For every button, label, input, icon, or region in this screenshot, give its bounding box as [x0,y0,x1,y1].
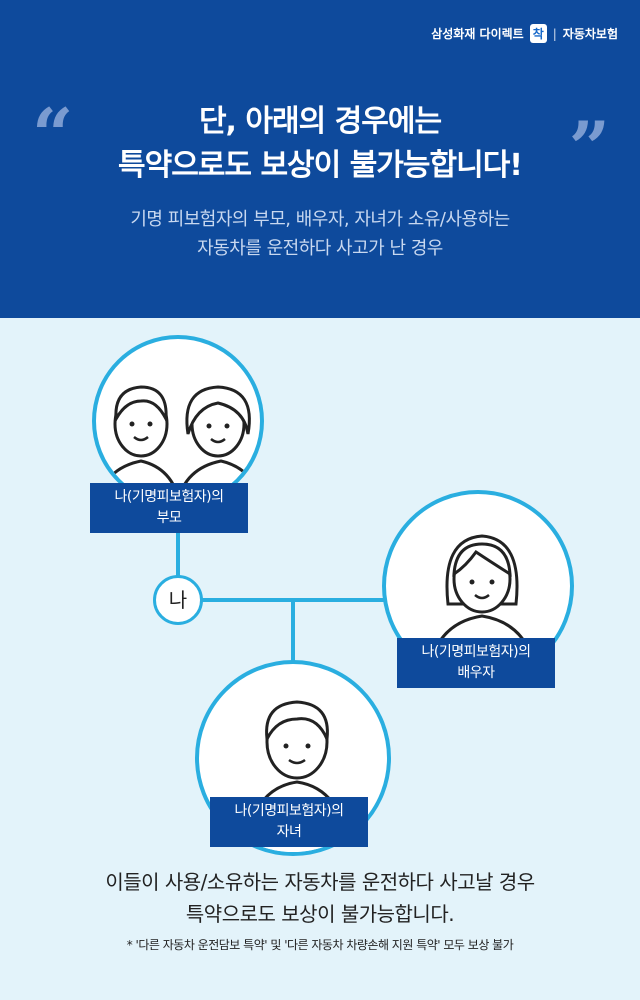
connector-line [291,600,295,662]
label-line: 나(기명피보험자)의 [421,644,531,660]
subtitle: 기명 피보험자의 부모, 배우자, 자녀가 소유/사용하는 자동차를 운전하다 … [0,205,640,263]
brand-product: 자동차보험 [562,27,618,41]
label-line: 자녀 [276,824,302,840]
subtitle-line: 자동차를 운전하다 사고가 난 경우 [197,238,443,259]
quote-close-icon: ” [568,105,610,190]
spouse-label: 나(기명피보험자)의 배우자 [397,638,555,688]
footer-message: 이들이 사용/소유하는 자동차를 운전하다 사고날 경우 특약으로도 보상이 불… [0,866,640,930]
me-node: 나 [153,575,203,625]
brand-company: 삼성화재 다이렉트 [431,27,524,41]
quote-open-icon: “ [32,92,74,177]
parents-label: 나(기명피보험자)의 부모 [90,483,248,533]
child-label: 나(기명피보험자)의 자녀 [210,797,368,847]
connector-line [176,500,180,576]
parents-illustration-icon [96,385,260,503]
title-line: 특약으로도 보상이 불가능합니다! [118,148,523,183]
page-title: 단, 아래의 경우에는 특약으로도 보상이 불가능합니다! [0,100,640,188]
label-line: 나(기명피보험자)의 [114,489,224,505]
divider: | [552,26,557,41]
brand-badge: 착 [529,24,547,43]
title-line: 단, 아래의 경우에는 [198,104,442,139]
connector-line [200,598,390,602]
header-banner: 삼성화재 다이렉트 착 | 자동차보험 “ ” 단, 아래의 경우에는 특약으로… [0,0,640,318]
label-line: 부모 [156,510,182,526]
label-line: 나(기명피보험자)의 [234,803,344,819]
parents-avatar [92,335,264,507]
label-line: 배우자 [457,665,495,681]
footer-line: 특약으로도 보상이 불가능합니다. [185,902,455,926]
footer-note: * '다른 자동차 운전담보 특약' 및 '다른 자동차 차량손해 지원 특약'… [126,938,514,952]
footer-line: 이들이 사용/소유하는 자동차를 운전하다 사고날 경우 [105,870,535,894]
subtitle-line: 기명 피보험자의 부모, 배우자, 자녀가 소유/사용하는 [130,209,510,230]
brand-logo: 삼성화재 다이렉트 착 | 자동차보험 [431,24,618,43]
